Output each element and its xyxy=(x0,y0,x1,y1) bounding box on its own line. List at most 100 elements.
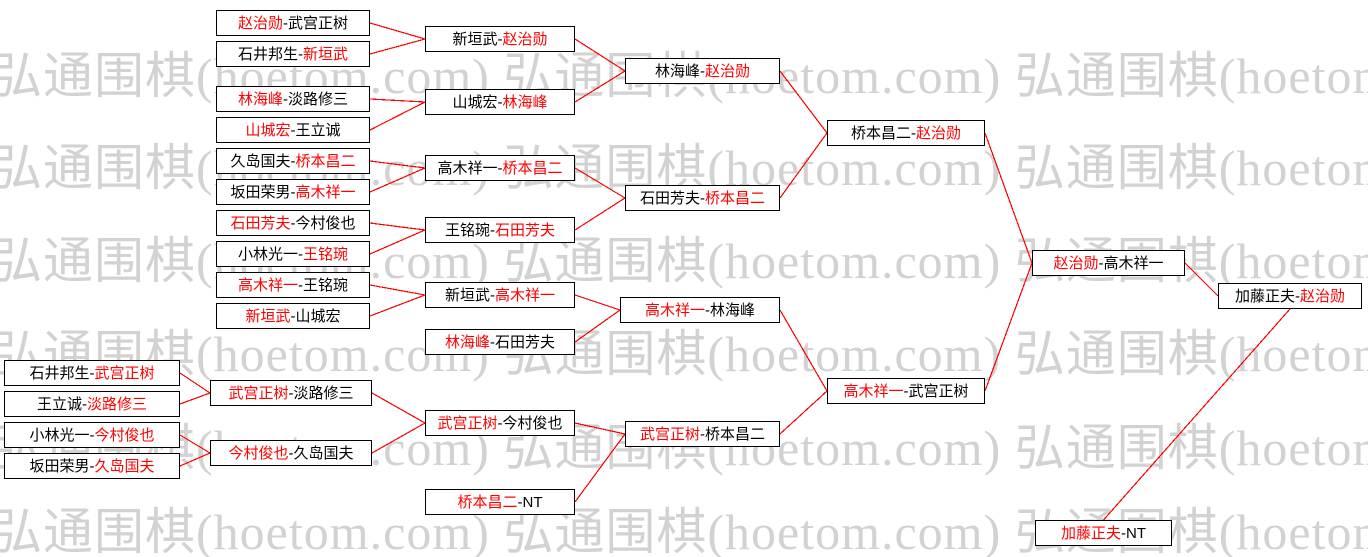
match-separator: - xyxy=(283,14,288,32)
player1-name: 桥本昌二 xyxy=(457,493,518,511)
match-box-m16[interactable]: 山城宏-林海峰 xyxy=(425,89,575,115)
match-separator: - xyxy=(705,301,710,319)
match-separator: - xyxy=(490,221,495,239)
match-box-m23[interactable]: 武宫正树-今村俊也 xyxy=(425,410,575,436)
match-box-m25[interactable]: 林海峰-赵治勋 xyxy=(625,58,780,84)
match-separator: - xyxy=(298,45,303,63)
player2-name: 林海峰 xyxy=(710,301,756,319)
player2-name: 淡路修三 xyxy=(87,395,148,413)
match-box-m03[interactable]: 林海峰-淡路修三 xyxy=(216,86,370,112)
match-box-m17[interactable]: 高木祥一-桥本昌二 xyxy=(425,155,575,181)
match-box-m33[interactable]: 加藤正夫-赵治勋 xyxy=(1218,283,1362,309)
player1-name: 林海峰 xyxy=(237,90,283,108)
player2-name: 高木祥一 xyxy=(495,286,556,304)
match-box-m07[interactable]: 石田芳夫-今村俊也 xyxy=(216,210,370,236)
player2-name: 久岛国夫 xyxy=(94,457,155,475)
match-box-m27[interactable]: 高木祥一-林海峰 xyxy=(620,297,780,323)
match-separator: - xyxy=(283,90,288,108)
player2-name: 桥本昌二 xyxy=(502,159,563,177)
player2-name: 赵治勋 xyxy=(705,62,751,80)
match-box-m29[interactable]: 桥本昌二-赵治勋 xyxy=(827,120,985,146)
player1-name: 桥本昌二 xyxy=(850,124,911,142)
match-separator: - xyxy=(700,425,705,443)
player2-name: 桥本昌二 xyxy=(705,425,766,443)
match-separator: - xyxy=(290,307,296,325)
match-separator: - xyxy=(700,62,705,80)
match-box-m18[interactable]: 王铭琬-石田芳夫 xyxy=(425,217,575,243)
player2-name: 石田芳夫 xyxy=(495,221,556,239)
player2-name: 王铭琬 xyxy=(303,276,349,294)
player1-name: 加藤正夫 xyxy=(1234,287,1295,305)
player2-name: 今村俊也 xyxy=(295,214,356,232)
match-box-m05[interactable]: 久岛国夫-桥本昌二 xyxy=(216,148,370,174)
match-separator: - xyxy=(89,426,95,444)
match-box-m31[interactable]: 赵治勋-高木祥一 xyxy=(1032,250,1185,276)
player1-name: 林海峰 xyxy=(444,333,490,351)
match-box-m08[interactable]: 小林光一-王铭琬 xyxy=(216,241,370,267)
player1-name: 王立诚 xyxy=(36,395,82,413)
player2-name: NT xyxy=(522,493,543,511)
match-separator: - xyxy=(490,286,495,304)
player2-name: 赵治勋 xyxy=(1300,287,1346,305)
match-box-m15[interactable]: 新垣武-赵治勋 xyxy=(425,26,575,52)
match-box-m28[interactable]: 武宫正树-桥本昌二 xyxy=(625,421,780,447)
match-separator: - xyxy=(298,245,303,263)
match-separator: - xyxy=(290,152,296,170)
match-separator: - xyxy=(700,189,705,207)
player1-name: 小林光一 xyxy=(237,245,298,263)
player2-name: 高木祥一 xyxy=(295,183,356,201)
player2-name: 林海峰 xyxy=(502,93,548,111)
match-separator: - xyxy=(298,276,303,294)
player1-name: 久岛国夫 xyxy=(230,152,291,170)
player2-name: 桥本昌二 xyxy=(295,152,356,170)
match-box-m04[interactable]: 山城宏-王立诚 xyxy=(216,117,370,143)
match-box-m14[interactable]: 坂田荣男-久岛国夫 xyxy=(4,453,180,479)
player2-name: 桥本昌二 xyxy=(705,189,766,207)
match-box-m11[interactable]: 石井邦生-武宫正树 xyxy=(4,360,180,386)
player1-name: 石田芳夫 xyxy=(639,189,700,207)
player2-name: 新垣武 xyxy=(303,45,349,63)
match-box-m26[interactable]: 石田芳夫-桥本昌二 xyxy=(625,185,780,211)
match-box-m24[interactable]: 桥本昌二-NT xyxy=(425,489,575,515)
player2-name: 高木祥一 xyxy=(1103,254,1164,272)
match-separator: - xyxy=(288,384,294,402)
match-box-m22[interactable]: 今村俊也-久岛国夫 xyxy=(210,440,372,466)
match-box-m09[interactable]: 高木祥一-王铭琬 xyxy=(216,272,370,298)
player2-name: 赵治勋 xyxy=(502,30,548,48)
player1-name: 林海峰 xyxy=(654,62,700,80)
player1-name: 新垣武 xyxy=(245,307,291,325)
match-box-m32[interactable]: 加藤正夫-NT xyxy=(1035,520,1172,546)
match-separator: - xyxy=(82,395,87,413)
player1-name: 山城宏 xyxy=(452,93,498,111)
match-separator: - xyxy=(490,333,495,351)
match-box-m21[interactable]: 武宫正树-淡路修三 xyxy=(210,380,372,406)
player2-name: 淡路修三 xyxy=(293,384,354,402)
match-box-m10[interactable]: 新垣武-山城宏 xyxy=(216,303,370,329)
player1-name: 武宫正树 xyxy=(228,384,289,402)
match-separator: - xyxy=(517,493,523,511)
match-separator: - xyxy=(497,30,503,48)
match-separator: - xyxy=(911,124,916,142)
match-box-m19[interactable]: 新垣武-高木祥一 xyxy=(425,282,575,308)
player2-name: 山城宏 xyxy=(295,307,341,325)
player2-name: 今村俊也 xyxy=(94,426,155,444)
match-box-m20[interactable]: 林海峰-石田芳夫 xyxy=(425,329,575,355)
player2-name: 赵治勋 xyxy=(916,124,962,142)
player2-name: 武宫正树 xyxy=(908,382,969,400)
match-box-m01[interactable]: 赵治勋-武宫正树 xyxy=(216,10,370,36)
player1-name: 高木祥一 xyxy=(843,382,904,400)
player1-name: 石井邦生 xyxy=(29,364,90,382)
match-separator: - xyxy=(290,214,296,232)
match-box-m13[interactable]: 小林光一-今村俊也 xyxy=(4,422,180,448)
match-box-m06[interactable]: 坂田荣男-高木祥一 xyxy=(216,179,370,205)
player1-name: 新垣武 xyxy=(444,286,490,304)
match-box-m30[interactable]: 高木祥一-武宫正树 xyxy=(827,378,985,404)
player1-name: 坂田荣男 xyxy=(230,183,291,201)
player1-name: 小林光一 xyxy=(29,426,90,444)
player1-name: 石井邦生 xyxy=(237,45,298,63)
match-separator: - xyxy=(89,364,95,382)
match-box-m12[interactable]: 王立诚-淡路修三 xyxy=(4,391,180,417)
match-box-m02[interactable]: 石井邦生-新垣武 xyxy=(216,41,370,67)
player2-name: 王立诚 xyxy=(295,121,341,139)
player1-name: 赵治勋 xyxy=(1053,254,1099,272)
